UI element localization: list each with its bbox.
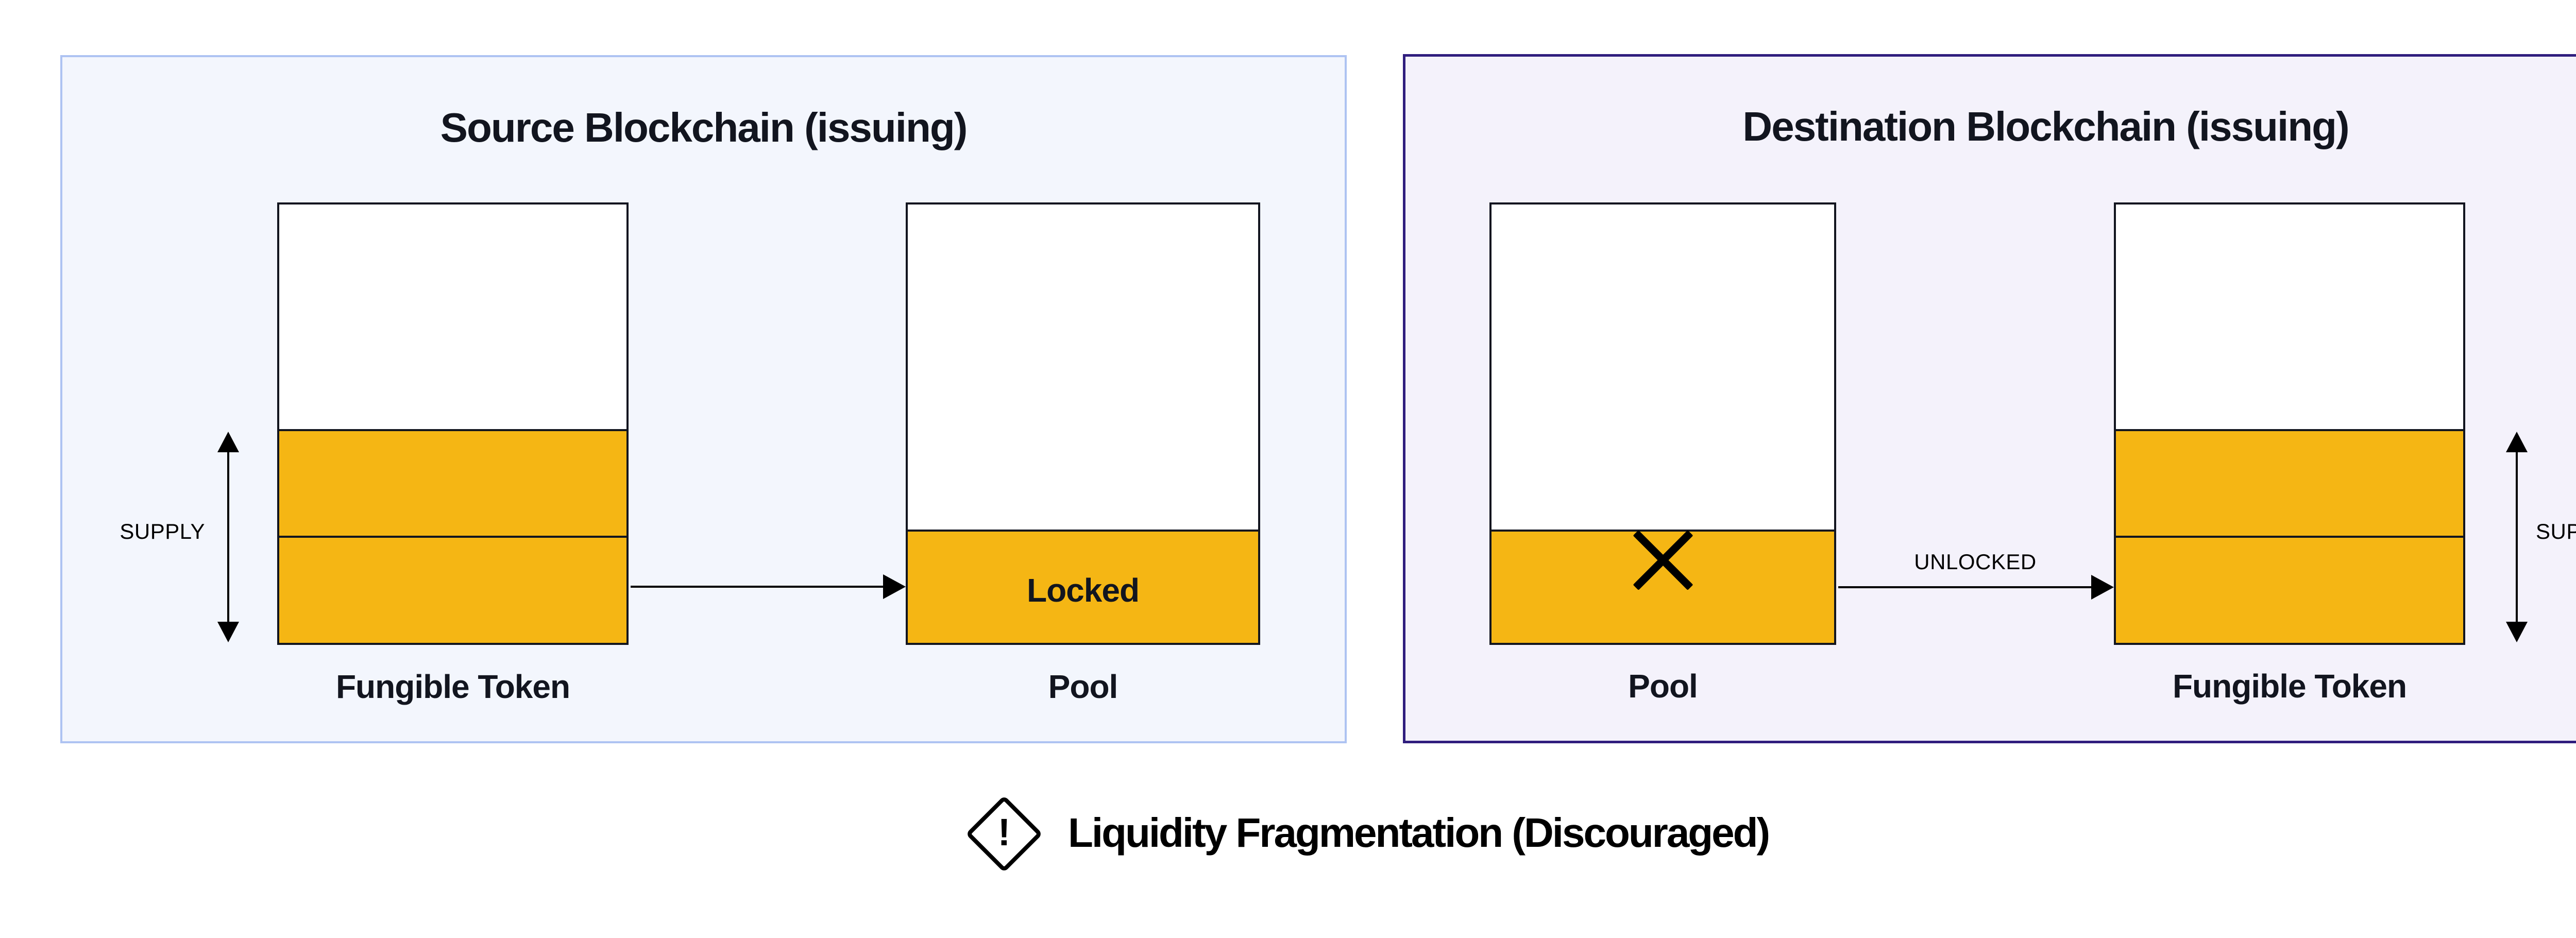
destination-pool-fill xyxy=(1492,530,1834,643)
destination-panel-title: Destination Blockchain (issuing) xyxy=(1742,104,2349,149)
destination-pool-box xyxy=(1489,202,1836,645)
warning-exclamation-icon: ! xyxy=(997,810,1011,854)
source-token-segment-divider xyxy=(279,536,626,538)
source-pool-box xyxy=(906,202,1260,645)
unlock-transfer-arrow xyxy=(1838,586,2091,588)
supply-arrow-down-icon xyxy=(217,622,239,642)
destination-supply-arrow xyxy=(2516,450,2518,624)
supply-arrow-down-icon xyxy=(2506,622,2528,642)
unlocked-arrow-label: UNLOCKED xyxy=(1914,550,2037,574)
source-pool-locked-fill xyxy=(908,530,1258,643)
footer-caption: Liquidity Fragmentation (Discouraged) xyxy=(1068,810,1770,856)
source-supply-arrow xyxy=(227,450,229,624)
destination-pool-label: Pool xyxy=(1628,668,1698,705)
destination-token-segment-divider xyxy=(2116,536,2463,538)
cross-icon xyxy=(1633,530,1693,590)
lock-transfer-arrow xyxy=(631,586,883,588)
source-blockchain-panel: Source Blockchain (issuing) SUPPLY Locke… xyxy=(60,55,1347,743)
supply-arrow-up-icon xyxy=(2506,432,2528,452)
source-supply-label: SUPPLY xyxy=(120,519,205,543)
locked-segment-label: Locked xyxy=(1026,572,1140,609)
source-fungible-token-box xyxy=(277,202,629,645)
source-pool-label: Pool xyxy=(1048,668,1118,705)
destination-fungible-token-label: Fungible Token xyxy=(2172,668,2407,705)
destination-supply-label: SUPPLY xyxy=(2536,519,2576,543)
supply-arrow-up-icon xyxy=(217,432,239,452)
unlock-transfer-arrowhead-icon xyxy=(2091,575,2114,600)
source-fungible-token-label: Fungible Token xyxy=(335,668,570,705)
destination-fungible-token-box xyxy=(2114,202,2465,645)
lock-transfer-arrowhead-icon xyxy=(883,574,906,599)
destination-blockchain-panel: Destination Blockchain (issuing) UNLOCKE… xyxy=(1403,54,2576,743)
source-panel-title: Source Blockchain (issuing) xyxy=(440,105,968,150)
